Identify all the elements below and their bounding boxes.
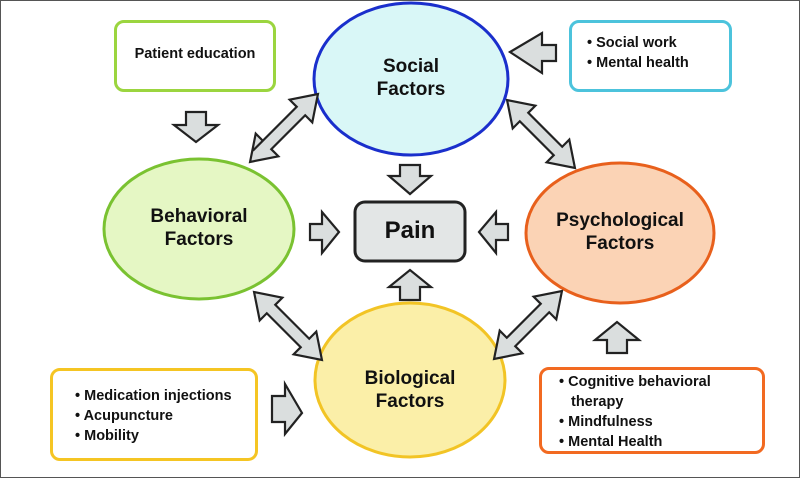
arrow-up-icon [385, 268, 435, 302]
arrow-down-icon [386, 163, 434, 196]
psychological-factors-line1: Psychological [556, 210, 684, 232]
double-arrow-icon [248, 92, 320, 164]
social-factors-label: Social Factors [331, 48, 491, 110]
biological-factors-ellipse [313, 301, 507, 459]
double-arrow-icon [505, 98, 577, 170]
psychological-interventions-list: Cognitive behavioral therapy Mindfulness… [559, 372, 754, 452]
arrow-right-icon [308, 209, 341, 257]
list-item: Social work [587, 33, 729, 53]
psychological-factors-label: Psychological Factors [535, 202, 705, 264]
arrow-left-icon [477, 209, 510, 257]
patient-education-box: Patient education [114, 20, 276, 92]
list-item: Acupuncture [75, 406, 255, 426]
social-interventions-list: Social work Mental health [587, 33, 729, 73]
behavioral-factors-label: Behavioral Factors [119, 198, 279, 260]
arrow-right-icon [270, 379, 304, 438]
biological-interventions-box: Medication injections Acupuncture Mobili… [50, 368, 258, 461]
social-interventions-box: Social work Mental health [569, 20, 732, 92]
list-item: Mental health [587, 53, 729, 73]
social-factors-line1: Social [383, 56, 439, 78]
double-arrow-icon [252, 290, 324, 362]
social-factors-ellipse [312, 1, 510, 157]
psychological-interventions-box: Cognitive behavioral therapy Mindfulness… [539, 367, 765, 454]
double-arrow-icon [492, 289, 564, 361]
list-item: Cognitive behavioral therapy [559, 372, 754, 412]
biological-interventions-list: Medication injections Acupuncture Mobili… [75, 386, 255, 446]
biological-factors-line1: Biological [364, 368, 456, 390]
list-item: Mental Health [559, 432, 754, 452]
biological-factors-line2: Factors [375, 391, 445, 412]
list-item: Medication injections [75, 386, 255, 406]
behavioral-factors-line1: Behavioral [150, 206, 248, 228]
biological-factors-label: Biological Factors [330, 360, 490, 422]
psychological-factors-line2: Factors [585, 233, 655, 254]
behavioral-factors-line2: Factors [164, 229, 234, 250]
arrow-left-icon [507, 31, 558, 76]
behavioral-factors-ellipse [102, 157, 296, 301]
list-item: Mobility [75, 426, 255, 446]
patient-education-label: Patient education [134, 46, 256, 63]
list-item: Mindfulness [559, 412, 754, 432]
arrow-up-icon [591, 320, 643, 355]
psychological-factors-ellipse [524, 161, 716, 305]
social-factors-line2: Factors [376, 79, 446, 100]
pain-label: Pain [384, 217, 436, 245]
arrow-down-icon [170, 110, 222, 144]
pain-box [353, 200, 467, 263]
